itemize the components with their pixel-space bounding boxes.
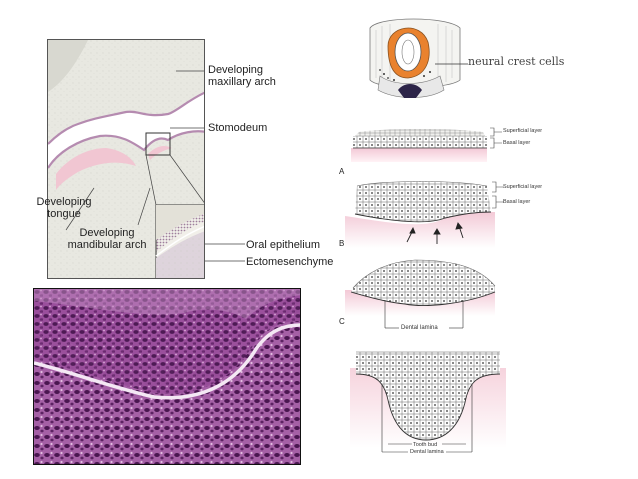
stage-c-epithelium bbox=[345, 259, 496, 329]
stage-a-letter: A bbox=[339, 167, 345, 176]
ectomesenchyme-label: Ectomesenchyme bbox=[246, 256, 334, 268]
stage-b-superficial-label: Superficial layer bbox=[503, 184, 543, 190]
stage-c-letter: C bbox=[339, 317, 345, 326]
stage-a-epithelium bbox=[351, 129, 487, 162]
stage-d-dental-lamina-label: Dental lamina bbox=[410, 449, 444, 455]
stage-a-basal-label: Basal layer bbox=[503, 140, 531, 146]
stage-a-superficial-label: Superficial layer bbox=[503, 128, 543, 134]
stage-d-tooth-bud bbox=[350, 351, 506, 453]
stage-b-basal-label: Basal layer bbox=[503, 199, 531, 205]
oral-epithelium-label: Oral epithelium bbox=[246, 239, 320, 251]
developing-arches-figure bbox=[47, 39, 205, 279]
tongue-label: Developing tongue bbox=[36, 196, 92, 220]
stage-c-dental-lamina-label: Dental lamina bbox=[401, 325, 438, 331]
developing-arches-drawing bbox=[48, 40, 204, 278]
neural-crest-label: neural crest cells bbox=[468, 55, 565, 68]
stage-b-epithelium bbox=[345, 181, 495, 248]
histology-micrograph bbox=[33, 288, 301, 465]
stage-b-letter: B bbox=[339, 239, 345, 248]
stage-a-brackets bbox=[490, 127, 502, 149]
stomodeum-label: Stomodeum bbox=[208, 122, 268, 134]
stage-b-brackets bbox=[492, 181, 504, 209]
histology-texture bbox=[34, 289, 300, 464]
mandibular-arch-label: Developing mandibular arch bbox=[67, 227, 147, 251]
inset-pointer-lines bbox=[205, 243, 245, 262]
stage-d-tooth-bud-label: Tooth bud bbox=[413, 442, 438, 448]
neural-tube-sketch bbox=[369, 18, 468, 98]
maxillary-arch-label: Developing maxillary arch bbox=[208, 64, 276, 88]
